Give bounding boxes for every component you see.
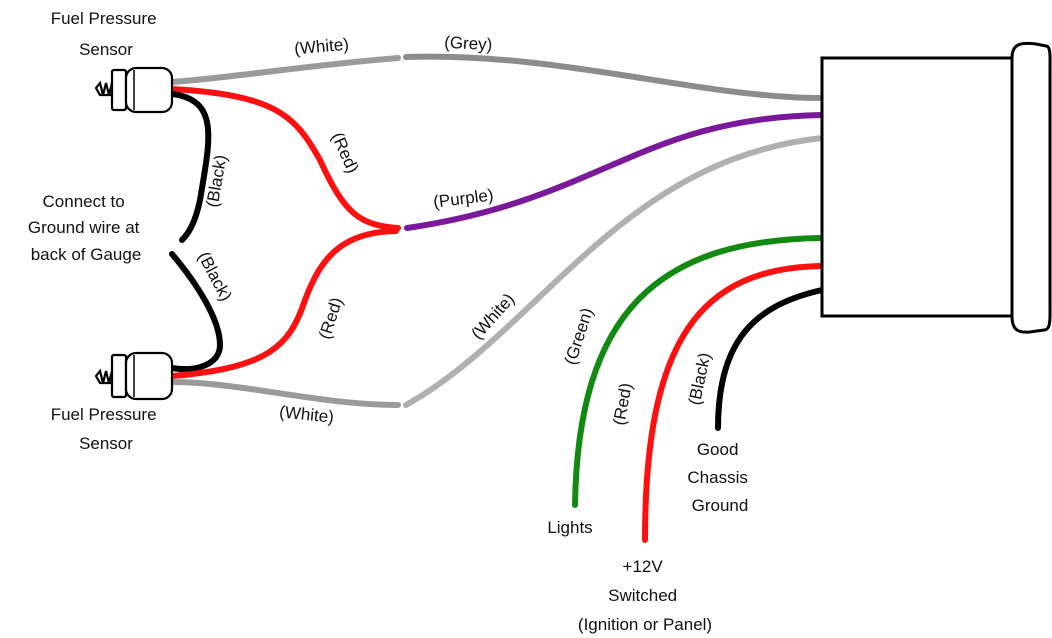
wire-red-bottom bbox=[169, 228, 399, 379]
wire-label-white-top: (White) bbox=[293, 35, 349, 59]
wire-purple bbox=[404, 112, 825, 231]
wire-label-green: (Green) bbox=[561, 306, 597, 368]
label-lights: Lights bbox=[547, 518, 592, 537]
wire-label-purple: (Purple) bbox=[432, 185, 494, 211]
gauge bbox=[820, 41, 1052, 334]
wire-label-red-bottom: (Red) bbox=[315, 295, 346, 341]
wire-label-grey: (Grey) bbox=[444, 33, 493, 54]
sensor-body-bottom bbox=[124, 351, 174, 401]
sensor-thread-top bbox=[94, 80, 114, 97]
wire-red-power bbox=[642, 263, 825, 543]
wire-label-red-top: (Red) bbox=[328, 129, 363, 176]
fuel-pressure-sensor-bottom bbox=[94, 351, 174, 401]
wire-green bbox=[572, 235, 825, 508]
label-switched-power: +12V Switched (Ignition or Panel) bbox=[578, 557, 712, 634]
wire-black-top bbox=[169, 91, 212, 243]
wire-white-mid bbox=[403, 135, 825, 408]
wire-white-top bbox=[169, 55, 401, 85]
wire-black-ground bbox=[715, 287, 825, 431]
sensor-hex-top bbox=[110, 68, 128, 112]
wire-white-bottom bbox=[169, 379, 401, 408]
wire-black-bottom bbox=[169, 251, 224, 373]
label-chassis-ground: Good Chassis Ground bbox=[687, 440, 752, 515]
wire-label-white-mid: (White) bbox=[468, 290, 519, 343]
sensor-hex-bottom bbox=[110, 353, 128, 399]
label-ground-note: Connect to Ground wire at back of Gauge bbox=[28, 192, 144, 264]
gauge-bezel bbox=[1010, 41, 1052, 334]
label-sensor-bottom: Fuel Pressure Sensor bbox=[51, 405, 162, 453]
label-sensor-top: Fuel Pressure Sensor bbox=[51, 9, 162, 59]
sensor-thread-bottom bbox=[94, 368, 114, 385]
wire-label-white-bottom: (White) bbox=[278, 402, 334, 427]
wire-label-red-power: (Red) bbox=[610, 381, 636, 426]
gauge-body bbox=[820, 56, 1014, 318]
sensor-body-top bbox=[124, 66, 174, 114]
wire-label-black-ground: (Black) bbox=[685, 351, 715, 407]
wire-red-top bbox=[169, 86, 401, 231]
fuel-pressure-sensor-top bbox=[94, 66, 174, 114]
wire-grey bbox=[403, 53, 825, 101]
